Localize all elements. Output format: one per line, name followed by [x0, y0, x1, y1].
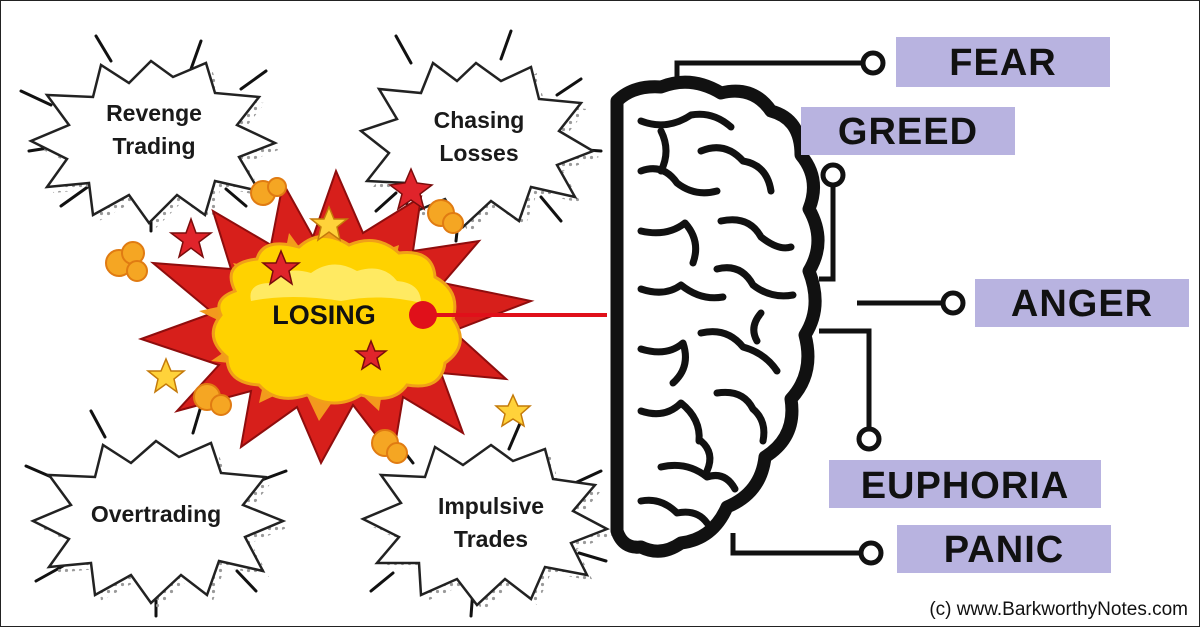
losing-dot [409, 301, 437, 329]
emotion-label: FEAR [949, 42, 1056, 84]
emotion-label: EUPHORIA [861, 465, 1070, 507]
bubble-chasing-losses: Chasing Losses [358, 29, 603, 243]
emotion-panic: PANIC [897, 525, 1111, 573]
bubble-overtrading: Overtrading [24, 404, 289, 618]
bubble-label-line1: Overtrading [91, 501, 221, 527]
bubble-label-line1: Impulsive [438, 493, 544, 519]
emotion-fear: FEAR [896, 37, 1110, 87]
emotion-label: ANGER [1011, 283, 1153, 325]
bubble-impulsive-trades: Impulsive Trades [360, 419, 613, 618]
bubble-label-line2: Trading [112, 133, 195, 159]
bubble-label-line1: Chasing [434, 107, 525, 133]
bubble-label-line2: Trades [454, 526, 528, 552]
bubble-revenge-trading: Revenge Trading [19, 34, 281, 233]
emotion-label: PANIC [944, 529, 1064, 571]
credit-text: (c) www.BarkworthyNotes.com [929, 599, 1188, 620]
emotion-anger: ANGER [975, 279, 1189, 327]
emotion-label: GREED [838, 111, 978, 153]
emotion-greed: GREED [801, 107, 1015, 155]
losing-label: LOSING [272, 300, 376, 330]
bubble-label-line1: Revenge [106, 100, 202, 126]
brain-icon [610, 75, 825, 558]
bubble-label-line2: Losses [439, 140, 518, 166]
emotion-connectors [674, 60, 947, 556]
emotion-nodes [820, 50, 966, 566]
emotion-euphoria: EUPHORIA [829, 460, 1101, 508]
explosion: LOSING [105, 167, 535, 466]
losing-pointer [409, 301, 607, 329]
